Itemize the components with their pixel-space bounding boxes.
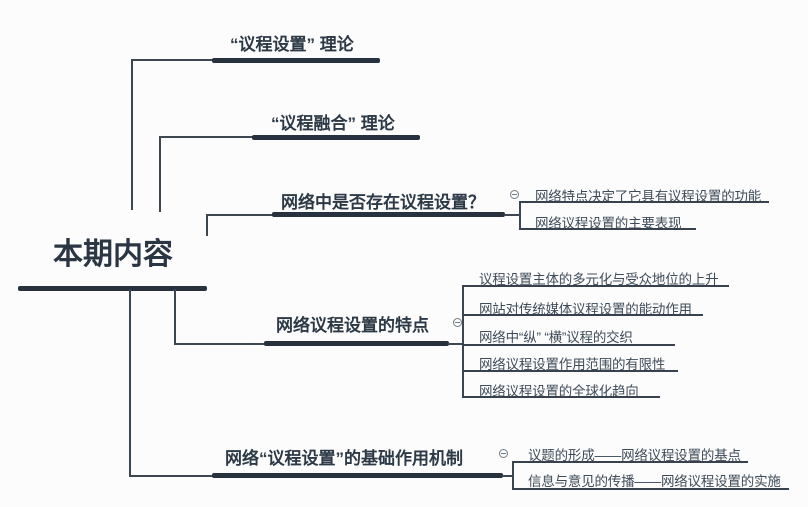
connector-branch2-horizontal	[159, 136, 253, 138]
child-label-vertical-horizontal-interweaving[interactable]: 网络中“纵” “横”议程的交织	[479, 330, 633, 345]
branch-label-does-agenda-setting-exist[interactable]: 网络中是否存在议程设置？	[281, 193, 485, 212]
branch4-children-vertical	[462, 285, 464, 398]
branch1-underline	[212, 58, 380, 63]
branch-label-yicheng-ronghe-theory[interactable]: “议程融合” 理论	[271, 114, 395, 133]
child-underline	[512, 488, 789, 490]
branch4-underline	[264, 341, 449, 346]
branch-label-basic-mechanism[interactable]: 网络“议程设置”的基础作用机制	[225, 449, 463, 468]
connector-branch4-horizontal	[174, 343, 265, 345]
root-node-label[interactable]: 本期内容	[53, 238, 173, 271]
child-underline	[462, 370, 678, 372]
child-label-topic-formation[interactable]: 议题的形成——网络议程设置的基点	[528, 448, 741, 463]
root-underline	[18, 286, 207, 291]
child-label-limited-scope[interactable]: 网络议程设置作用范围的有限性	[479, 357, 666, 372]
branch3-children-connector	[504, 214, 521, 216]
child-underline	[462, 314, 703, 316]
circle-minus-icon[interactable]	[510, 190, 519, 199]
child-label-information-opinion-spread[interactable]: 信息与意见的传播——网络议程设置的实施	[528, 474, 781, 489]
child-label-active-role-of-websites[interactable]: 网站对传统媒体议程设置的能动作用	[479, 302, 692, 317]
circle-minus-icon[interactable]	[453, 318, 462, 327]
child-underline	[519, 228, 696, 230]
child-underline	[462, 285, 729, 287]
connector-branch5-horizontal	[129, 475, 213, 477]
child-underline	[512, 461, 748, 463]
connector-branch4-vertical	[174, 289, 176, 345]
connector-branch2-vertical	[159, 136, 161, 212]
circle-minus-icon[interactable]	[499, 449, 508, 458]
branch5-children-vertical	[512, 461, 514, 490]
branch5-children-connector	[502, 475, 514, 477]
branch-label-yicheng-shezhi-theory[interactable]: “议程设置” 理论	[230, 35, 354, 54]
child-label-main-manifestations[interactable]: 网络议程设置的主要表现	[535, 216, 682, 231]
connector-branch3-horizontal	[206, 214, 273, 216]
branch5-underline	[212, 473, 503, 478]
branch-label-characteristics[interactable]: 网络议程设置的特点	[276, 316, 429, 335]
connector-branch1-vertical	[131, 59, 133, 210]
branch2-underline	[252, 135, 420, 140]
branch3-underline	[272, 212, 505, 217]
connector-branch1-horizontal	[131, 59, 213, 61]
connector-branch5-vertical	[129, 289, 131, 477]
child-underline	[519, 201, 769, 203]
branch4-children-connector	[448, 343, 464, 345]
child-underline	[462, 396, 660, 398]
child-label-globalization-trend[interactable]: 网络议程设置的全球化趋向	[479, 384, 639, 399]
child-underline	[462, 344, 675, 346]
child-label-network-features[interactable]: 网络特点决定了它具有议程设置的功能	[535, 189, 762, 204]
branch3-children-vertical	[519, 201, 521, 230]
connector-branch3-vertical	[206, 214, 208, 236]
child-label-pluralization-of-subjects[interactable]: 议程设置主体的多元化与受众地位的上升	[479, 272, 719, 287]
